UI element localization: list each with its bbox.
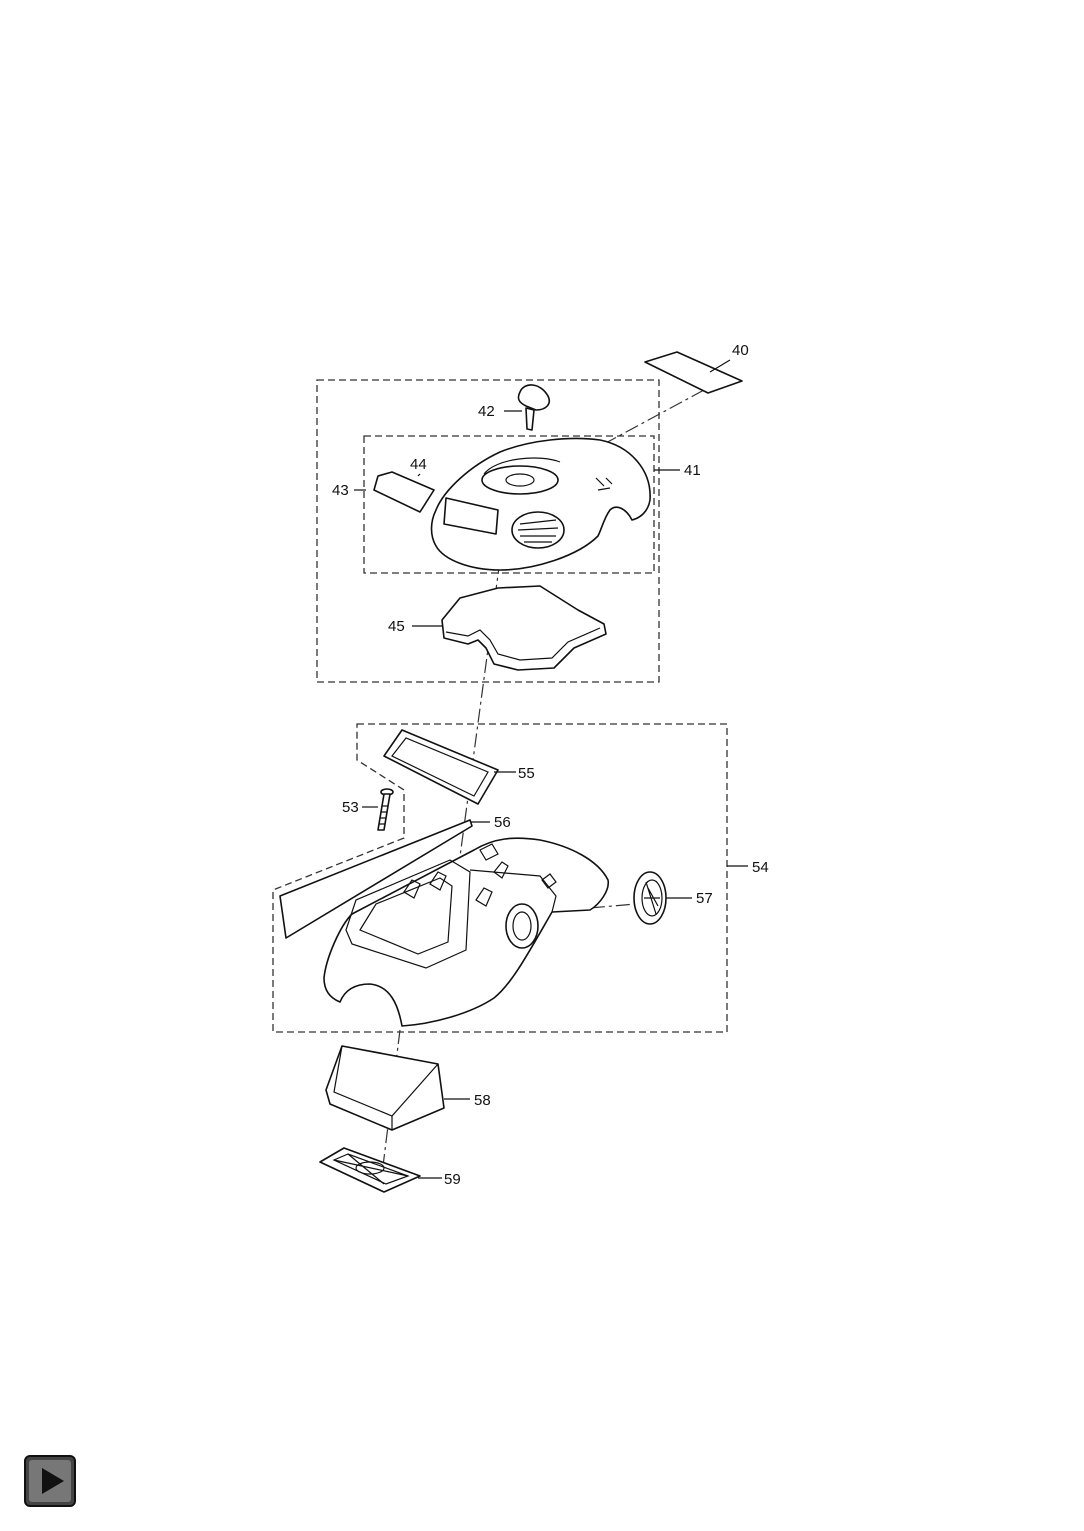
group-box-54 [272,723,728,1033]
leader-line-40 [709,359,731,373]
leader-line-44 [417,473,421,477]
group-box-41 [316,379,660,683]
part-58-filter-box [325,1045,445,1131]
part-label-53: 53 [342,799,359,816]
part-label-45: 45 [388,618,405,635]
part-label-55: 55 [518,765,535,782]
part-label-59: 59 [444,1171,461,1188]
part-40-label-plate [644,351,743,394]
part-label-56: 56 [494,814,511,831]
part-label-42: 42 [478,403,495,420]
part-label-58: 58 [474,1092,491,1109]
part-44-badge [373,471,435,513]
part-57-cap [633,871,667,925]
part-41-top-cover [430,437,651,571]
part-45-filter-pad [441,585,607,671]
group-box-43 [363,435,655,574]
part-label-41: 41 [684,462,701,479]
part-59-grille-frame [319,1147,421,1193]
part-56-seal-strip [279,819,473,939]
part-label-44: 44 [410,456,427,473]
part-54-housing [323,837,610,1027]
part-label-57: 57 [696,890,713,907]
part-label-54: 54 [752,859,769,876]
part-55-gasket [383,729,499,805]
part-53-screw [377,788,394,831]
part-label-40: 40 [732,342,749,359]
part-label-43: 43 [332,482,349,499]
play-icon[interactable] [24,1455,76,1507]
part-42-knob [517,384,551,431]
